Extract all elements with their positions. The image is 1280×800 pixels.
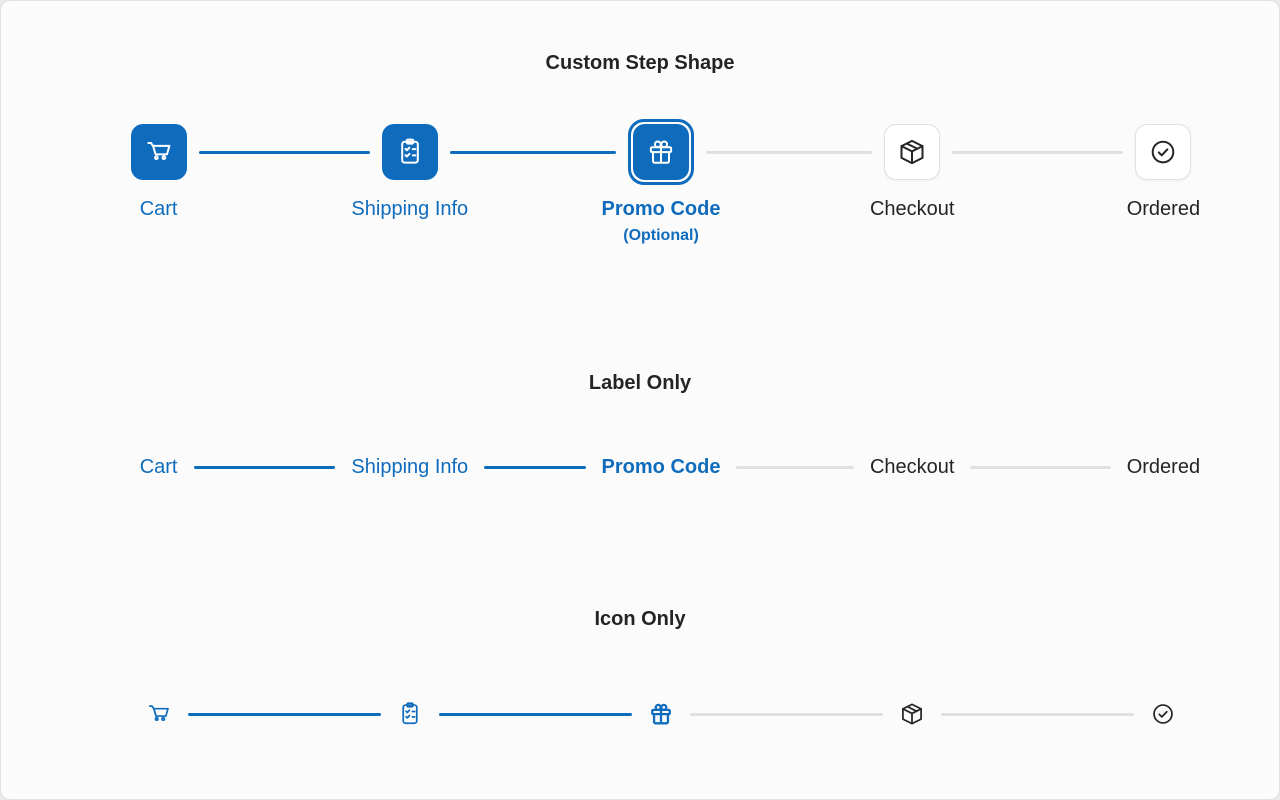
- step-ordered[interactable]: Ordered: [970, 455, 1279, 479]
- step-icon-cell[interactable]: [1150, 701, 1176, 727]
- step-connector: [941, 712, 1135, 716]
- step-clipboard-tasklist[interactable]: [187, 701, 535, 727]
- step-shape-row: [381, 119, 438, 185]
- step-label[interactable]: Shipping Info: [351, 198, 469, 220]
- step-shipping-info[interactable]: Shipping Info: [193, 455, 535, 479]
- step-promo-code[interactable]: Promo Code (Optional): [449, 119, 786, 247]
- step-label[interactable]: Ordered: [1126, 198, 1201, 220]
- step-icon-cell[interactable]: [397, 701, 423, 727]
- step-box[interactable]: [690, 701, 1038, 727]
- step-icon-cell[interactable]: [899, 701, 925, 727]
- step-label[interactable]: Checkout: [869, 198, 955, 220]
- cart-icon: [146, 141, 170, 161]
- step-promo-code[interactable]: Promo Code: [484, 455, 786, 479]
- section-title-custom-step-shape: Custom Step Shape: [545, 52, 735, 74]
- stepper-label-only: Cart Shipping Info Promo Code Checkout Order…: [33, 455, 1279, 479]
- step-shape[interactable]: [884, 124, 941, 180]
- step-cart[interactable]: Cart: [33, 119, 284, 247]
- step-label[interactable]: Checkout: [869, 456, 955, 478]
- step-label[interactable]: Promo Code: [601, 198, 721, 220]
- step-connector: [187, 712, 381, 716]
- step-shape-row: [130, 119, 187, 185]
- step-connector: [193, 465, 336, 469]
- step-shape[interactable]: [1135, 124, 1192, 180]
- step-label[interactable]: Cart: [139, 456, 178, 478]
- step-connector: [736, 465, 854, 469]
- step-checkout[interactable]: Checkout: [736, 455, 1038, 479]
- step-connector: [198, 150, 370, 154]
- step-gift[interactable]: [438, 701, 786, 727]
- step-checkmark-circle[interactable]: [941, 701, 1279, 727]
- step-label[interactable]: Cart: [139, 198, 178, 220]
- clipboard-tasklist-icon: [402, 702, 418, 725]
- step-label[interactable]: Promo Code: [601, 456, 721, 478]
- step-checkout[interactable]: Checkout: [706, 119, 1038, 247]
- box-icon: [900, 139, 924, 165]
- section-title-icon-only: Icon Only: [594, 608, 686, 630]
- step-shape-row: [628, 119, 694, 185]
- step-shape[interactable]: [130, 124, 187, 180]
- section-label-only: Label Only Cart Shipping Info Promo Code Ch…: [1, 247, 1279, 479]
- step-connector: [690, 712, 884, 716]
- checkmark-circle-icon: [1152, 140, 1175, 164]
- step-cart[interactable]: Cart: [33, 455, 284, 479]
- step-label[interactable]: Ordered: [1126, 456, 1201, 478]
- active-step-ring: [628, 119, 694, 185]
- step-shipping-info[interactable]: Shipping Info: [198, 119, 535, 247]
- clipboard-tasklist-icon: [400, 138, 419, 164]
- step-ordered[interactable]: Ordered: [952, 119, 1279, 247]
- step-label[interactable]: Shipping Info: [351, 456, 469, 478]
- section-icon-only: Icon Only: [1, 479, 1279, 727]
- stepper-icon-only: [33, 701, 1279, 727]
- gift-icon: [651, 703, 671, 725]
- step-connector: [706, 150, 873, 154]
- step-icon-cell[interactable]: [146, 701, 172, 727]
- step-connector: [952, 150, 1124, 154]
- step-connector: [970, 465, 1111, 469]
- gift-icon: [649, 140, 673, 164]
- step-cart[interactable]: [33, 701, 284, 727]
- step-shape-row: [884, 119, 941, 185]
- step-shape-row: [1135, 119, 1192, 185]
- box-icon: [902, 703, 923, 725]
- section-title-label-only: Label Only: [588, 372, 692, 394]
- step-icon-cell[interactable]: [648, 701, 674, 727]
- checkmark-circle-icon: [1153, 704, 1174, 724]
- step-connector: [438, 712, 633, 716]
- step-connector: [449, 150, 617, 154]
- stepper-custom-step-shape: Cart Shipping Info Promo Code (Optional) Che…: [33, 119, 1279, 247]
- cart-icon: [148, 705, 169, 722]
- step-connector: [484, 465, 586, 469]
- step-shape[interactable]: [381, 124, 438, 180]
- step-shape[interactable]: [633, 124, 689, 180]
- step-optional-sublabel: (Optional): [623, 227, 699, 244]
